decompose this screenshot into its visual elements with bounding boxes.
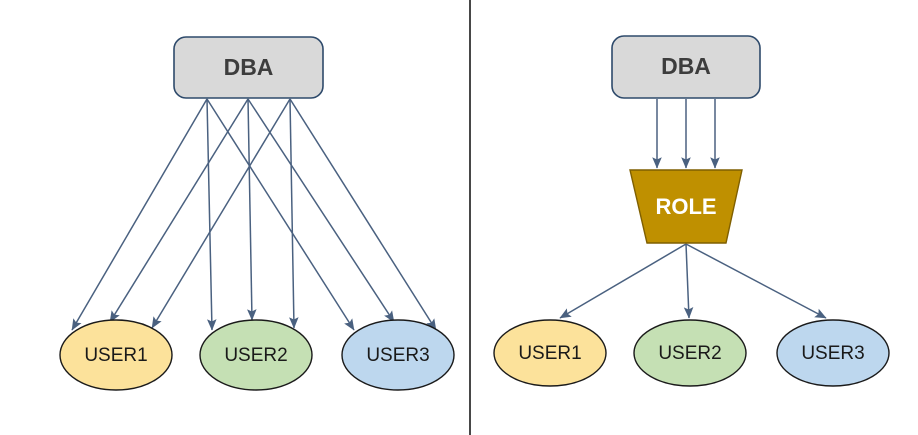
direct-grant-panel: DBA USER1 USER2 USER3: [59, 36, 455, 391]
user1-node-right[interactable]: USER1: [493, 319, 607, 387]
user3-label-right: USER3: [801, 343, 864, 364]
arrow-role-to-user2: [683, 243, 694, 319]
dba-label-right: DBA: [661, 53, 711, 79]
user2-node-left[interactable]: USER2: [199, 319, 313, 391]
arrow-dba-to-user2-a: [206, 98, 217, 331]
arrow-dba-to-user1-b: [109, 98, 249, 323]
arrow-role-to-user1: [559, 243, 687, 319]
arrow-dba-to-user3-b: [247, 98, 395, 323]
arrow-dba-to-user3-a: [206, 98, 355, 331]
user1-ellipse-left[interactable]: [59, 319, 173, 391]
user2-node-right[interactable]: USER2: [633, 319, 747, 387]
user1-label-left: USER1: [84, 345, 147, 366]
arrow-role-to-user3: [685, 243, 827, 319]
dba-box-right[interactable]: [611, 35, 761, 99]
user2-label-right: USER2: [658, 343, 721, 364]
dba-box-left[interactable]: [173, 36, 324, 99]
arrow-dba-to-user3-c: [289, 98, 437, 331]
direct-grant-arrow-group: [71, 98, 437, 331]
arrow-dba-to-user1-c: [151, 98, 291, 329]
role-label: ROLE: [655, 194, 716, 219]
user2-ellipse-left[interactable]: [199, 319, 313, 391]
user1-label-right: USER1: [518, 343, 581, 364]
dba-node-right[interactable]: DBA: [611, 35, 761, 99]
dba-to-role-arrow-group: [652, 99, 720, 169]
arrow-dba-to-user2-b: [247, 98, 257, 321]
user1-node-left[interactable]: USER1: [59, 319, 173, 391]
user2-ellipse-right[interactable]: [633, 319, 747, 387]
role-to-user-arrow-group: [559, 243, 827, 319]
dba-node-left[interactable]: DBA: [173, 36, 324, 99]
user2-label-left: USER2: [224, 345, 287, 366]
arrow-dba-to-user2-c: [289, 98, 299, 329]
user3-node-left[interactable]: USER3: [341, 319, 455, 391]
user3-node-right[interactable]: USER3: [776, 319, 890, 387]
arrow-dba-to-user1-a: [71, 98, 208, 331]
role-based-grant-panel: DBA ROLE USER1 USER2 USER3: [493, 35, 890, 387]
role-trapezoid[interactable]: [629, 169, 743, 244]
role-node[interactable]: ROLE: [629, 169, 743, 244]
user3-ellipse-left[interactable]: [341, 319, 455, 391]
user3-ellipse-right[interactable]: [776, 319, 890, 387]
user3-label-left: USER3: [366, 345, 429, 366]
user1-ellipse-right[interactable]: [493, 319, 607, 387]
dba-label-left: DBA: [224, 54, 274, 80]
